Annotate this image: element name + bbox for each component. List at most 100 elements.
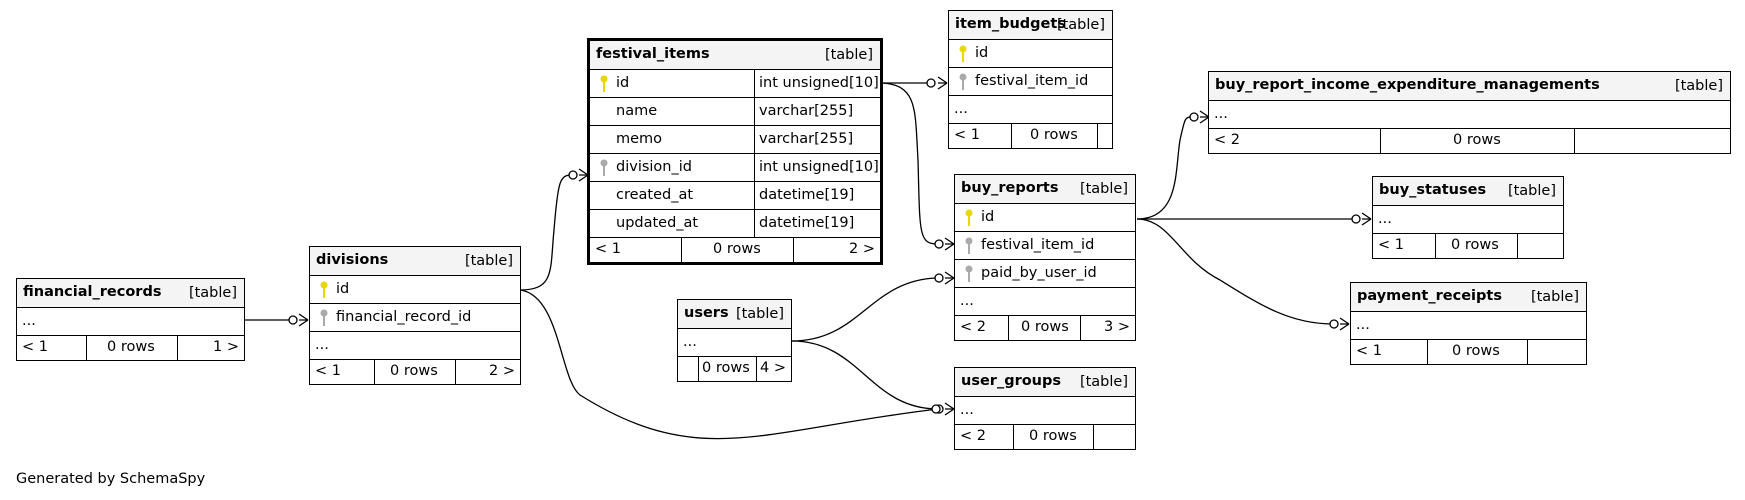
table-kind: [table] (1674, 78, 1723, 94)
column-type: datetime[19] (759, 187, 855, 203)
table-header: divisions[table] (310, 247, 520, 276)
table-kind: [table] (1507, 183, 1556, 199)
table-name: buy_statuses (1379, 182, 1487, 198)
primary-key-icon (959, 45, 967, 62)
parents-count[interactable]: < 1 (1356, 343, 1382, 359)
foreign-key-icon (965, 237, 973, 254)
table-buy-report-income-expenditure-managements[interactable]: buy_report_income_expenditure_management… (1208, 71, 1731, 154)
table-footer: < 2 0 rows (955, 425, 1135, 449)
children-count[interactable]: 4 > (760, 360, 786, 376)
column-row: id (949, 40, 1112, 68)
primary-key-icon (965, 209, 973, 226)
optional-marker (1351, 214, 1361, 224)
table-divisions[interactable]: divisions[table] id financial_record_id … (309, 246, 521, 385)
table-header: buy_statuses [table] (1373, 177, 1563, 206)
optional-marker (1189, 112, 1199, 122)
table-name: buy_reports (961, 180, 1059, 196)
row-count: 0 rows (1030, 127, 1078, 143)
table-footer: 0 rows 4 > (678, 357, 791, 381)
parents-count[interactable]: < 1 (954, 127, 980, 143)
ellipsis-text: ... (315, 337, 329, 353)
ellipsis-text: ... (22, 313, 36, 329)
table-item-budgets[interactable]: item_budgets[table] id festival_item_id … (948, 10, 1113, 149)
table-user-groups[interactable]: user_groups[table] ... < 2 0 rows (954, 367, 1136, 450)
column-row: created_at datetime[19] (590, 182, 880, 210)
many-marker (937, 76, 948, 90)
table-footer: < 1 0 rows (949, 124, 1112, 148)
children-count[interactable]: 1 > (213, 339, 239, 355)
children-count[interactable]: 2 > (489, 363, 515, 379)
row-count: 0 rows (1452, 343, 1500, 359)
many-marker (944, 402, 955, 416)
edge-buy-reports-payment-receipts (1136, 218, 1334, 325)
generator-credit: Generated by SchemaSpy (16, 471, 206, 487)
row-count: 0 rows (390, 363, 438, 379)
column-type: int unsigned[10] (759, 75, 879, 91)
ellipsis-text: ... (1378, 211, 1392, 227)
table-kind: [table] (1530, 289, 1579, 305)
children-count[interactable]: 3 > (1104, 319, 1130, 335)
row-count: 0 rows (1451, 237, 1499, 253)
table-header: payment_receipts [table] (1351, 283, 1586, 312)
table-users[interactable]: users[table] ... 0 rows 4 > (677, 299, 792, 382)
foreign-key-icon (959, 73, 967, 90)
parents-count[interactable]: < 1 (1378, 237, 1404, 253)
table-footer: < 2 0 rows (1209, 129, 1730, 153)
column-type: varchar[255] (759, 131, 854, 147)
parents-count[interactable]: < 2 (960, 428, 986, 444)
edge-users-user-groups (791, 340, 939, 410)
column-name: id (336, 281, 350, 297)
optional-marker (288, 315, 298, 325)
many-marker (1361, 212, 1372, 226)
primary-key-icon (600, 75, 608, 92)
table-buy-statuses[interactable]: buy_statuses [table] ... < 1 0 rows (1372, 176, 1564, 259)
optional-marker (931, 404, 941, 414)
column-name: division_id (616, 159, 692, 175)
foreign-key-icon (600, 159, 608, 176)
column-name: paid_by_user_id (981, 265, 1097, 281)
ellipsis-row: ... (949, 96, 1112, 124)
column-row: financial_record_id (310, 304, 520, 332)
children-count[interactable]: 2 > (849, 241, 875, 257)
parents-count[interactable]: < 1 (595, 241, 621, 257)
table-financial-records[interactable]: financial_records [table] ... < 1 0 rows … (16, 278, 245, 361)
column-row: id (310, 276, 520, 304)
table-payment-receipts[interactable]: payment_receipts [table] ... < 1 0 rows (1350, 282, 1587, 365)
column-name: name (616, 103, 658, 119)
edge-divisions-festival-items (519, 174, 573, 291)
foreign-key-icon (965, 265, 973, 282)
ellipsis-row: ... (1351, 312, 1586, 340)
table-name: item_budgets (955, 16, 1066, 32)
many-marker (944, 271, 955, 285)
optional-marker (934, 239, 944, 249)
table-footer: < 1 0 rows 2 > (310, 360, 520, 384)
table-name: payment_receipts (1357, 288, 1502, 304)
table-name: financial_records (23, 284, 162, 300)
column-name: created_at (616, 187, 694, 203)
row-count: 0 rows (1021, 319, 1069, 335)
foreign-key-icon (320, 309, 328, 326)
column-row: division_id int unsigned[10] (590, 154, 880, 182)
ellipsis-text: ... (1214, 106, 1228, 122)
ellipsis-row: ... (955, 288, 1135, 316)
table-footer: < 1 0 rows 1 > (17, 336, 244, 360)
parents-count[interactable]: < 2 (960, 319, 986, 335)
row-count: 0 rows (713, 241, 761, 257)
table-kind: [table] (1079, 374, 1128, 390)
table-buy-reports[interactable]: buy_reports[table] id festival_item_id p… (954, 174, 1136, 341)
primary-key-icon (320, 281, 328, 298)
table-kind: [table] (188, 285, 237, 301)
ellipsis-text: ... (1356, 317, 1370, 333)
many-marker (1339, 317, 1350, 331)
table-footer: < 2 0 rows 3 > (955, 316, 1135, 340)
parents-count[interactable]: < 2 (1214, 132, 1240, 148)
parents-count[interactable]: < 1 (22, 339, 48, 355)
column-type: int unsigned[10] (759, 159, 879, 175)
column-name: id (981, 209, 995, 225)
parents-count[interactable]: < 1 (315, 363, 341, 379)
edge-users-buy-reports (791, 277, 938, 342)
